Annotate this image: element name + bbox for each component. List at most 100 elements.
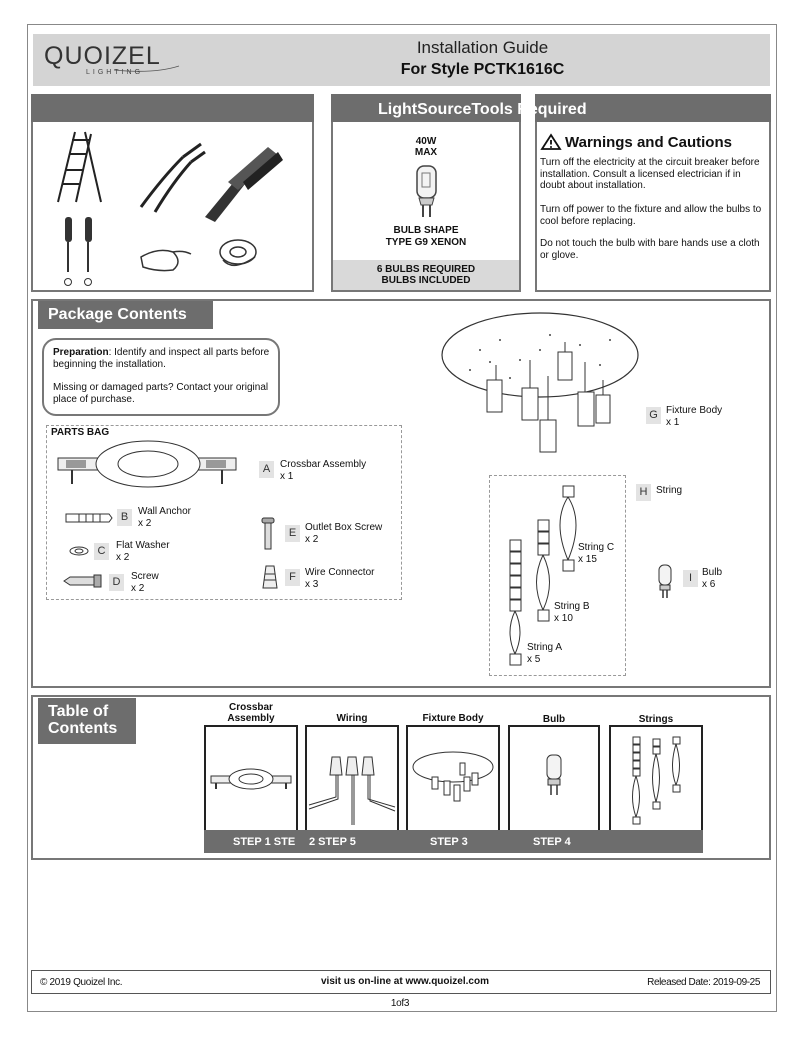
website-link[interactable]: visit us on-line at www.quoizel.com — [321, 976, 489, 987]
part-d-letter: D — [109, 574, 124, 591]
g9-bulb-icon — [416, 165, 437, 217]
tools-illustration — [57, 131, 283, 286]
step-3-label: STEP 3 — [430, 836, 468, 848]
bulb-wattage: 40W — [415, 136, 437, 147]
step-1-label: STEP 1 STE — [233, 836, 296, 848]
bulb-shape-block: BULB SHAPE TYPE G9 XENON — [331, 225, 521, 249]
outlet-box-screw-icon — [261, 517, 275, 550]
screw-icon — [63, 574, 102, 588]
toc-title-line1: Table of — [48, 703, 109, 720]
step-4-label: STEP 4 — [533, 836, 571, 848]
part-a-qty: x 1 — [280, 471, 294, 482]
copyright-text: © 2019 Quoizel Inc. — [40, 977, 123, 988]
part-d-qty: x 2 — [131, 583, 145, 594]
safety-glasses-icon — [140, 249, 192, 272]
toc-label-crossbar-line1: Crossbar — [229, 702, 273, 713]
toc-label-crossbar-line2: Assembly — [227, 713, 275, 724]
bulbs-required: 6 BULBS REQUIRED — [376, 264, 476, 275]
parts-bag-label: PARTS BAG — [51, 427, 110, 438]
part-i-qty: x 6 — [702, 579, 716, 590]
bulb-max: MAX — [414, 147, 438, 158]
part-c-name: Flat Washer — [116, 540, 170, 551]
toc-label-strings: Strings — [638, 714, 674, 725]
warning-triangle-icon — [540, 133, 562, 150]
footer-bar — [31, 970, 771, 994]
steps-bar — [204, 830, 703, 853]
part-h-name: String — [656, 485, 683, 496]
part-e-name: Outlet Box Screw — [305, 522, 383, 533]
part-d-name: Screw — [131, 571, 159, 582]
toc-label-fixture-body: Fixture Body — [422, 713, 484, 724]
fixture-body-thumbnail-icon — [412, 751, 494, 802]
toc-label-bulb: Bulb — [542, 714, 566, 725]
string-a-qty: x 5 — [527, 654, 541, 665]
fixture-body-illustration — [441, 312, 639, 453]
tools-panel — [31, 122, 314, 292]
bulb-type: TYPE G9 XENON — [385, 237, 467, 248]
step-2-label: 2 STEP 5 — [309, 836, 356, 848]
string-b-qty: x 10 — [554, 613, 573, 624]
warnings-title: Warnings and Cautions — [565, 134, 732, 151]
style-number: For Style PCTK1616C — [400, 61, 565, 78]
screwdriver-icon — [64, 217, 92, 286]
part-b-letter: B — [117, 509, 132, 526]
part-h-letter: H — [636, 484, 651, 501]
brand-logo: QUOIZEL — [44, 42, 161, 70]
guide-title: Installation Guide — [416, 38, 549, 57]
part-a-name: Crossbar Assembly — [280, 459, 367, 470]
brand-logo-sub: LIGHTING — [86, 69, 144, 76]
tools-bar — [31, 94, 314, 124]
wall-anchor-icon — [65, 513, 113, 523]
strings-thumbnail-icon — [632, 736, 681, 825]
part-g-qty: x 1 — [666, 417, 680, 428]
preparation-text: Preparation: Identify and inspect all pa… — [53, 347, 275, 370]
package-contents-title: Package Contents — [38, 301, 213, 329]
part-g-letter: G — [646, 407, 661, 424]
light-source-bar — [331, 94, 521, 124]
warnings-panel — [535, 122, 771, 292]
warning-text-3: Do not touch the bulb with bare hands us… — [540, 238, 760, 261]
header-band — [33, 34, 770, 86]
bulbs-included: BULBS INCLUDED — [381, 275, 471, 286]
pliers-icon — [139, 142, 206, 213]
bulb-wattage-block: 40W MAX — [331, 136, 521, 158]
warning-text-1: Turn off the electricity at the circuit … — [540, 157, 760, 191]
wire-connector-icon — [262, 565, 278, 589]
toc-title-line2: Contents — [48, 720, 118, 737]
string-c-name: String C — [578, 542, 615, 553]
strings-illustration — [509, 485, 577, 666]
crossbar-illustration — [57, 440, 237, 488]
warning-text-2: Turn off power to the fixture and allow … — [540, 204, 762, 227]
part-b-qty: x 2 — [138, 518, 152, 529]
wiring-thumbnail-icon — [308, 756, 396, 825]
released-date: Released Date: 2019-09-25 — [647, 977, 760, 988]
wire-stripper-icon — [205, 147, 283, 222]
warnings-bar — [535, 94, 771, 124]
part-i-letter: I — [683, 570, 698, 587]
toc-label-wiring: Wiring — [336, 713, 368, 724]
crossbar-thumbnail-icon — [210, 768, 292, 790]
part-f-qty: x 3 — [305, 579, 319, 590]
bulbs-required-box: 6 BULBS REQUIRED BULBS INCLUDED — [333, 260, 519, 290]
string-a-name: String A — [527, 642, 563, 653]
preparation-body: : Identify and inspect all parts before … — [53, 347, 270, 370]
tape-icon — [219, 239, 257, 266]
part-c-qty: x 2 — [116, 552, 130, 563]
parts-bag-box — [46, 425, 402, 600]
part-b-name: Wall Anchor — [138, 506, 191, 517]
string-b-name: String B — [554, 601, 590, 612]
bulb-part-icon — [658, 564, 672, 598]
table-of-contents-title: Table of Contents — [38, 698, 136, 744]
toc-label-crossbar: Crossbar Assembly — [204, 702, 298, 724]
part-c-letter: C — [94, 543, 109, 560]
strings-box — [489, 475, 626, 676]
string-c-qty: x 15 — [578, 554, 597, 565]
bulb-thumbnail-icon — [546, 754, 562, 795]
ladder-icon — [57, 131, 102, 203]
page-number: 1of3 — [390, 998, 410, 1009]
missing-parts-text: Missing or damaged parts? Contact your o… — [53, 382, 269, 405]
preparation-label: Preparation — [53, 347, 109, 358]
part-i-name: Bulb — [702, 567, 723, 578]
bulb-shape: BULB SHAPE — [393, 225, 459, 236]
part-f-name: Wire Connector — [305, 567, 375, 578]
